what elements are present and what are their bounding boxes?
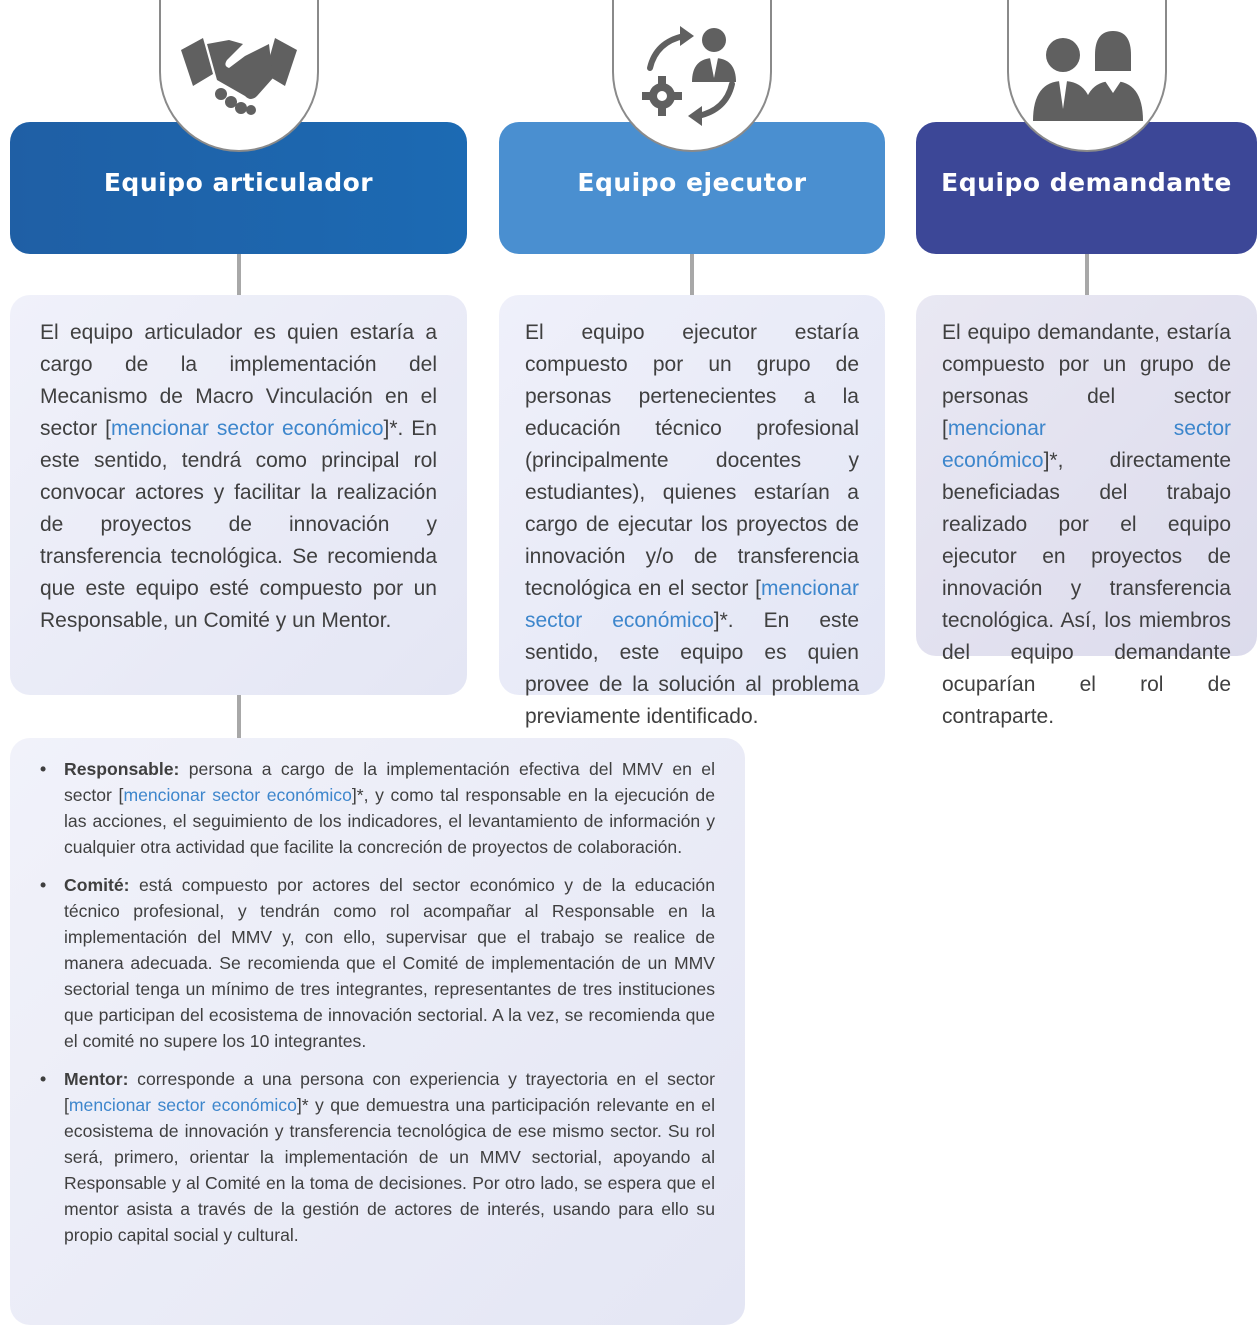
placeholder-highlight: mencionar sector económico — [525, 577, 859, 632]
placeholder-highlight: mencionar sector económico — [123, 785, 352, 805]
description-text: El equipo articulador es quien estaría a… — [40, 321, 437, 440]
role-text: está compuesto por actores del sector ec… — [64, 875, 715, 1051]
role-mentor: • Mentor: corresponde a una persona con … — [40, 1066, 715, 1248]
person-cycle-gear-icon — [642, 26, 736, 126]
articulador-roles-card: • Responsable: persona a cargo de la imp… — [10, 738, 745, 1325]
role-text: ]*, y como tal responsable en la ejecuci… — [64, 785, 715, 857]
icon-circle-demandante — [1006, 0, 1167, 152]
team-articulador-title: Equipo articulador — [103, 168, 374, 197]
placeholder-highlight: mencionar sector económico — [68, 1095, 297, 1115]
bullet: • — [40, 875, 47, 895]
team-demandante-description: El equipo demandante, estaría compuesto … — [916, 295, 1257, 728]
connector-demandante — [1084, 254, 1089, 295]
description-text: El equipo demandante, estaría compuesto … — [942, 321, 1231, 440]
team-demandante-header: Equipo demandante — [916, 122, 1257, 254]
role-text: persona a cargo de la implementación efe… — [64, 759, 715, 805]
role-text: corresponde a una persona con experienci… — [64, 1069, 715, 1115]
role-text: ]* y que demuestra una participación rel… — [64, 1095, 715, 1245]
description-text: ]*. En este sentido, tendrá como princip… — [40, 417, 437, 632]
role-comite: • Comité: está compuesto por actores del… — [40, 872, 715, 1054]
bullet: • — [40, 1069, 47, 1089]
role-title: Responsable: — [64, 759, 180, 779]
description-text: ]*. En este sentido, este equipo es quie… — [525, 609, 860, 728]
icon-circle-ejecutor — [612, 0, 772, 152]
connector-articulador — [236, 254, 241, 295]
team-ejecutor-description: El equipo ejecutor estaría compuesto por… — [499, 295, 885, 728]
two-people-icon — [1032, 31, 1143, 121]
handshake-icon — [180, 38, 297, 115]
role-title: Mentor: — [64, 1069, 129, 1089]
role-title: Comité: — [64, 875, 130, 895]
description-text: ]*, directamente beneficiadas del trabaj… — [942, 449, 1231, 728]
description-text: El equipo ejecutor estaría compuesto por… — [525, 321, 859, 600]
placeholder-highlight: mencionar sector económico — [942, 417, 1231, 472]
role-responsable: • Responsable: persona a cargo de la imp… — [40, 756, 715, 860]
bullet: • — [40, 759, 47, 779]
connector-roles — [237, 695, 241, 738]
placeholder-highlight: mencionar sector económico — [110, 417, 384, 440]
team-ejecutor-title: Equipo ejecutor — [577, 168, 807, 197]
team-articulador-description: El equipo articulador es quien estaría a… — [10, 295, 467, 695]
team-demandante-title: Equipo demandante — [941, 168, 1232, 197]
icon-circle-articulador — [158, 0, 319, 152]
connector-ejecutor — [690, 254, 694, 295]
